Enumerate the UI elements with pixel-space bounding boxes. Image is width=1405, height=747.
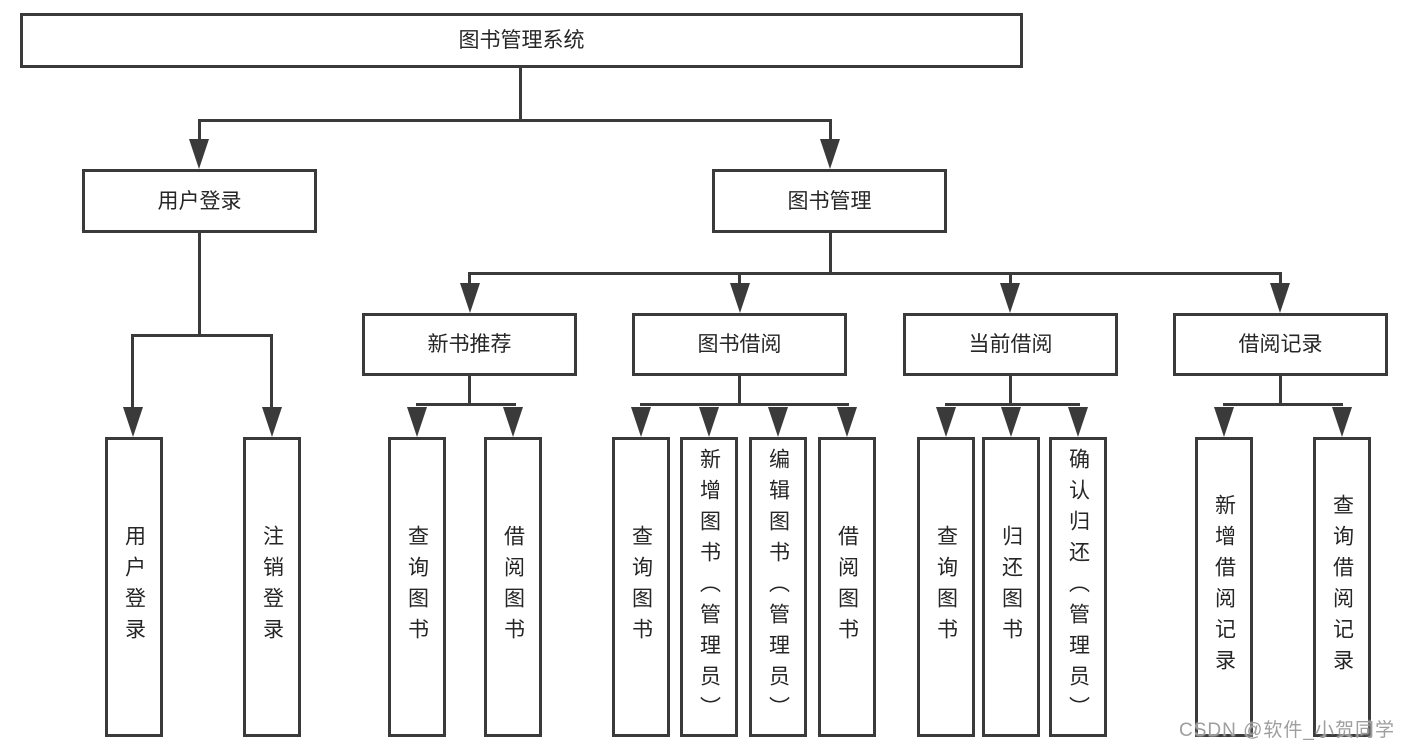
node-new-book-label: 新书推荐 — [427, 333, 512, 356]
leaf-label: 注销登录 — [260, 525, 284, 649]
connector-h — [945, 403, 1080, 406]
connector-h — [468, 272, 1282, 275]
leaf-query-books-1: 查询图书 — [388, 437, 446, 737]
node-book-mgmt: 图书管理 — [712, 169, 947, 233]
leaf-label: 归还图书 — [999, 525, 1023, 649]
connector-h — [1223, 403, 1343, 406]
node-user-login-label: 用户登录 — [157, 189, 242, 213]
leaf-query-borrow-record: 查询借阅记录 — [1313, 437, 1371, 737]
leaf-label: 用户登录 — [122, 525, 146, 649]
arrow-down-icon — [460, 283, 480, 313]
node-user-login: 用户登录 — [82, 169, 317, 233]
leaf-confirm-return-admin: 确认归还（管理员） — [1049, 437, 1107, 737]
node-current-borrow-label: 当前借阅 — [968, 333, 1053, 356]
leaf-label: 新增图书（管理员） — [697, 447, 721, 727]
arrow-down-icon — [1001, 407, 1021, 437]
leaf-label: 新增借阅记录 — [1212, 494, 1236, 680]
connector-v — [1279, 272, 1282, 285]
node-book-mgmt-label: 图书管理 — [787, 189, 872, 213]
connector-v — [198, 233, 201, 337]
arrow-down-icon — [262, 407, 282, 437]
node-current-borrow: 当前借阅 — [903, 313, 1118, 376]
connector-v — [829, 233, 832, 274]
leaf-label: 查询图书 — [934, 525, 958, 649]
arrow-down-icon — [936, 407, 956, 437]
arrow-down-icon — [123, 407, 143, 437]
node-borrow-record: 借阅记录 — [1173, 313, 1388, 376]
arrow-down-icon — [631, 407, 651, 437]
csdn-watermark: CSDN @软件_小贺同学 — [1179, 720, 1395, 741]
node-book-borrow-label: 图书借阅 — [697, 333, 782, 356]
connector-v — [1009, 376, 1012, 406]
leaf-edit-book-admin: 编辑图书（管理员） — [749, 437, 807, 737]
connector-h — [640, 403, 849, 406]
leaf-label: 借阅图书 — [835, 525, 859, 649]
arrow-down-icon — [1270, 283, 1290, 313]
node-new-book: 新书推荐 — [362, 313, 577, 376]
leaf-return-book: 归还图书 — [982, 437, 1040, 737]
connector-v — [738, 376, 741, 406]
arrow-down-icon — [1332, 407, 1352, 437]
leaf-label: 查询图书 — [405, 525, 429, 649]
leaf-label: 编辑图书（管理员） — [766, 447, 790, 727]
leaf-query-books-3: 查询图书 — [917, 437, 975, 737]
connector-v — [270, 334, 273, 409]
connector-v — [1009, 272, 1012, 285]
connector-v — [519, 66, 522, 121]
arrow-down-icon — [820, 139, 840, 169]
leaf-borrow-books-2: 借阅图书 — [818, 437, 876, 737]
arrow-down-icon — [1000, 283, 1020, 313]
connector-h — [131, 334, 273, 337]
leaf-user-login: 用户登录 — [105, 437, 163, 737]
leaf-label: 查询图书 — [629, 525, 653, 649]
connector-v — [1279, 376, 1282, 406]
node-root-label: 图书管理系统 — [458, 29, 585, 52]
node-borrow-record-label: 借阅记录 — [1238, 333, 1323, 356]
node-book-borrow: 图书借阅 — [632, 313, 847, 376]
arrow-down-icon — [189, 139, 209, 169]
connector-v — [738, 272, 741, 285]
leaf-query-books-2: 查询图书 — [612, 437, 670, 737]
connector-v — [131, 334, 134, 409]
connector-v — [198, 119, 201, 141]
arrow-down-icon — [730, 283, 750, 313]
connector-v — [468, 376, 471, 406]
leaf-label: 查询借阅记录 — [1330, 494, 1354, 680]
connector-v — [468, 272, 471, 285]
leaf-borrow-books-1: 借阅图书 — [484, 437, 542, 737]
connector-v — [829, 119, 832, 141]
arrow-down-icon — [1214, 407, 1234, 437]
leaf-label: 确认归还（管理员） — [1066, 447, 1090, 727]
arrow-down-icon — [407, 407, 427, 437]
node-root: 图书管理系统 — [20, 13, 1023, 68]
leaf-label: 借阅图书 — [501, 525, 525, 649]
arrow-down-icon — [837, 407, 857, 437]
leaf-add-borrow-record: 新增借阅记录 — [1195, 437, 1253, 737]
arrow-down-icon — [1068, 407, 1088, 437]
leaf-logout: 注销登录 — [243, 437, 301, 737]
connector-h — [198, 119, 832, 122]
connector-h — [416, 403, 516, 406]
leaf-add-book-admin: 新增图书（管理员） — [680, 437, 738, 737]
arrow-down-icon — [699, 407, 719, 437]
arrow-down-icon — [503, 407, 523, 437]
arrow-down-icon — [768, 407, 788, 437]
